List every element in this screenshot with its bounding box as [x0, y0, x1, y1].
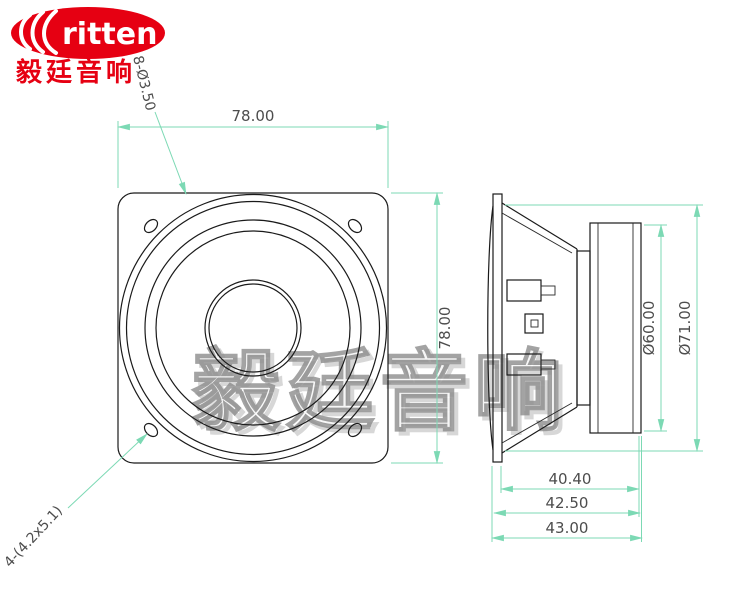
dim-front-height-value: 78.00 [436, 307, 454, 350]
dim-basket-dia-value: Ø71.00 [676, 301, 694, 356]
watermark: 毅廷音响 毅廷音响 [191, 339, 572, 448]
mounting-slot-top-right [347, 218, 363, 234]
slots-note-text: 4-(4.2x5.1) [1, 503, 66, 571]
speaker-frame-outline [117, 192, 389, 464]
cone-bottom-inner-line [501, 402, 573, 444]
front-view-drawing [117, 192, 389, 464]
terminal-block-upper [506, 279, 542, 302]
mounting-slot-bottom-right [347, 422, 363, 438]
logo-e-swoosh-icon [19, 9, 58, 55]
gasket-outer-circle [118, 193, 388, 463]
logo-wordmark: ritten [62, 17, 157, 52]
brand-logo: ritten 毅廷音响 [11, 7, 165, 88]
terminal-pin-upper [540, 285, 556, 296]
mounting-slot-top-left [143, 218, 159, 234]
cone-top-inner-line [501, 212, 573, 254]
top-plate-washer [576, 250, 591, 406]
dim-depth-total-value: 43.00 [546, 519, 589, 537]
surround-outer-circle [144, 219, 362, 437]
dim-depth-magnet-value: 40.40 [549, 470, 592, 488]
logo-chinese-name: 毅廷音响 [15, 57, 136, 88]
dim-front-width-value: 78.00 [232, 107, 275, 125]
side-view-drawing [487, 193, 642, 463]
terminal-pin-lower [540, 359, 556, 370]
watermark-text: 毅廷音响 [192, 340, 568, 443]
side-view-dimensions: Ø60.00 Ø71.00 40.40 42.50 43.00 [490, 203, 703, 542]
dim-depth-mid-value: 42.50 [546, 494, 589, 512]
dust-cap-inner-circle [208, 283, 298, 373]
leader-holes-note [154, 111, 187, 196]
connector-hole [530, 319, 539, 328]
magnet-body [589, 222, 642, 434]
dim-magnet-dia-value: Ø60.00 [640, 301, 658, 356]
cone-bottom-line [501, 406, 578, 454]
connector-housing [524, 313, 544, 334]
surround-bulge-profile [487, 205, 494, 451]
leader-slots-note [67, 433, 148, 509]
dust-cap-outer-circle [204, 279, 302, 377]
surround-inner-circle [155, 230, 351, 426]
mounting-flange [492, 193, 503, 463]
gasket-inner-circle [125, 200, 381, 456]
watermark-shadow-text: 毅廷音响 [196, 344, 572, 447]
cone-top-line [501, 202, 578, 250]
